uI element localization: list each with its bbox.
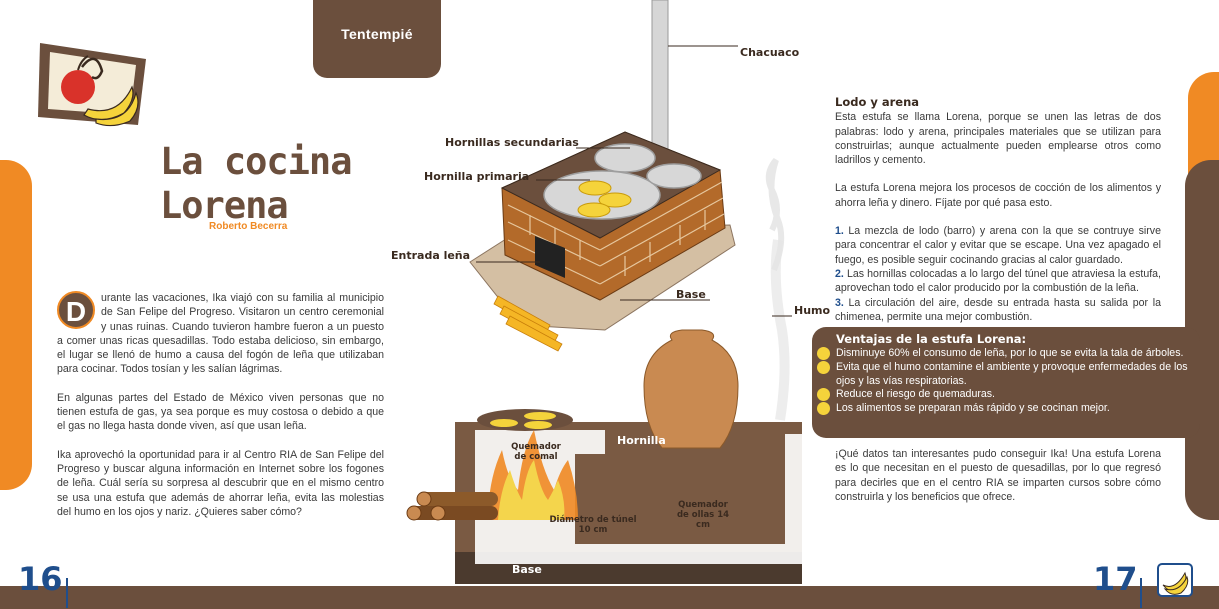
banana-icon	[1157, 563, 1193, 597]
advantages-box: Ventajas de la estufa Lorena: Disminuye …	[812, 327, 1200, 438]
label-base-top: Base	[676, 288, 706, 301]
point-3-number: 3.	[835, 296, 844, 309]
page-number-divider	[1140, 578, 1142, 608]
label-secondary-burners: Hornillas secundarias	[445, 136, 579, 149]
right-paragraph-2: La estufa Lorena mejora los procesos de …	[835, 182, 1161, 209]
label-comal-burner: Quemador de comal	[511, 442, 561, 462]
advantage-text: Reduce el riesgo de quemaduras.	[836, 388, 996, 401]
label-smoke: Humo	[794, 304, 831, 317]
label-tunnel-diameter: Diámetro de túnel 10 cm	[549, 515, 637, 535]
section-heading: Lodo y arena	[835, 95, 920, 109]
section-tab-label: Tentempié	[341, 26, 413, 42]
article-title: La cocina Lorena	[160, 140, 380, 228]
page-number-divider	[66, 578, 68, 608]
bottom-bar	[0, 586, 1219, 609]
advantage-text: Evita que el humo contamine el ambiente …	[836, 360, 1188, 387]
right-column: Lodo y arena Esta estufa se llama Lorena…	[835, 95, 1161, 324]
point-1-text: La mezcla de lodo (barro) y arena con la…	[835, 225, 1161, 266]
paragraph-1-text: urante las vacaciones, Ika viajó con su …	[57, 292, 384, 376]
numbered-point-3: 3. La circulación del aire, desde su ent…	[835, 296, 1161, 325]
numbered-point-2: 2. Las hornillas colocadas a lo largo de…	[835, 267, 1161, 296]
label-burner: Hornilla	[617, 434, 666, 447]
label-pots-burner: Quemador de ollas 14 cm	[676, 500, 730, 530]
label-primary-burner: Hornilla primaria	[424, 170, 530, 183]
title-line-2: Lorena	[160, 184, 289, 227]
bullet-icon	[817, 347, 830, 360]
section-tab: Tentempié	[313, 0, 441, 78]
advantages-title: Ventajas de la estufa Lorena:	[836, 332, 1027, 346]
point-3-text: La circulación del aire, desde su entrad…	[835, 296, 1161, 323]
point-2-text: Las hornillas colocadas a lo largo del t…	[835, 267, 1161, 295]
left-column: D urante las vacaciones, Ika viajó con s…	[57, 291, 384, 533]
paragraph-1: D urante las vacaciones, Ika viajó con s…	[57, 291, 384, 377]
advantage-text: Disminuye 60% el consumo de leña, por lo…	[836, 347, 1184, 359]
right-paragraph-1: Esta estufa se llama Lorena, porque se u…	[835, 111, 1161, 167]
paragraph-2: En algunas partes del Estado de México v…	[57, 391, 384, 433]
point-1-number: 1.	[835, 225, 844, 238]
numbered-point-1: 1. La mezcla de lodo (barro) y arena con…	[835, 224, 1161, 267]
advantage-item: Los alimentos se preparan más rápido y s…	[817, 402, 1188, 416]
bullet-icon	[817, 388, 830, 402]
title-line-1: La cocina	[160, 140, 352, 183]
label-base-bottom: Base	[512, 563, 542, 576]
dropcap: D	[57, 291, 95, 329]
point-2-number: 2.	[835, 267, 844, 280]
stove-diagram	[406, 0, 802, 584]
advantage-item: Reduce el riesgo de quemaduras.	[817, 388, 1188, 402]
paragraph-3: Ika aprovechó la oportunidad para ir al …	[57, 448, 384, 518]
advantage-item: Evita que el humo contamine el ambiente …	[817, 360, 1188, 389]
bullet-icon	[817, 360, 830, 374]
label-chimney: Chacuaco	[740, 46, 800, 59]
author-name: Roberto Becerra	[209, 221, 288, 232]
advantages-list: Disminuye 60% el consumo de leña, por lo…	[817, 347, 1188, 416]
closing-paragraph: ¡Qué datos tan interesantes pudo consegu…	[835, 448, 1161, 503]
advantage-text: Los alimentos se preparan más rápido y s…	[836, 402, 1110, 415]
page-number-right: 17	[1093, 560, 1138, 598]
fruit-logo-icon	[38, 43, 146, 127]
label-wood-entry: Entrada leña	[391, 249, 471, 262]
left-orange-tab	[0, 160, 32, 490]
page-number-left: 16	[18, 560, 63, 598]
stove-illustration: Chacuaco Hornillas secundarias Hornilla …	[380, 0, 830, 586]
advantage-item: Disminuye 60% el consumo de leña, por lo…	[817, 347, 1188, 361]
bullet-icon	[817, 402, 830, 416]
